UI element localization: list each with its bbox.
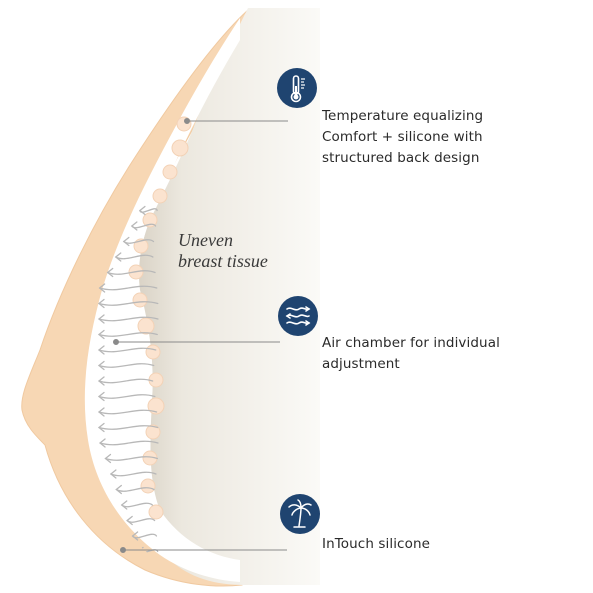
air-flow-arrowhead bbox=[138, 205, 146, 216]
air-flow-arrowhead bbox=[131, 531, 139, 541]
air-waves-icon bbox=[278, 296, 318, 336]
callout-silicone: InTouch silicone bbox=[322, 534, 430, 555]
air-flow-arrowhead bbox=[97, 345, 105, 355]
air-flow-arrow bbox=[107, 270, 156, 275]
air-flow-arrowhead bbox=[97, 314, 105, 324]
callout-silicone-line1: InTouch silicone bbox=[322, 536, 431, 552]
air-flow-arrow bbox=[98, 316, 159, 322]
air-flow-arrow bbox=[115, 487, 155, 492]
air-flow-arrow bbox=[104, 456, 159, 461]
air-flow-arrow bbox=[115, 254, 154, 260]
air-flow-arrow bbox=[98, 425, 159, 430]
air-flow-arrow bbox=[98, 363, 155, 368]
air-flow-arrow bbox=[98, 409, 158, 415]
air-flow-arrowhead bbox=[97, 422, 105, 433]
air-flow-arrow bbox=[99, 440, 159, 446]
leader-lines bbox=[113, 118, 288, 553]
callout-temperature-line3: structured back design bbox=[322, 150, 480, 166]
air-flow-arrowhead bbox=[130, 221, 138, 231]
tissue-label: Uneven breast tissue bbox=[178, 230, 268, 272]
palm-tree-icon bbox=[280, 494, 320, 534]
air-flow-arrowhead bbox=[126, 515, 133, 526]
air-flow-arrowhead bbox=[109, 469, 117, 479]
air-flow-arrows bbox=[97, 205, 159, 557]
air-flow-arrowhead bbox=[97, 360, 105, 371]
callout-air-chamber-line1: Air chamber for individual bbox=[322, 335, 500, 351]
air-flow-arrow bbox=[98, 347, 157, 353]
tissue-label-line1: Uneven bbox=[178, 230, 233, 250]
callout-air-chamber-line2: adjustment bbox=[322, 356, 400, 372]
thermometer-icon bbox=[277, 68, 317, 108]
breast-tissue-region bbox=[136, 8, 320, 585]
air-flow-arrowhead bbox=[99, 438, 106, 448]
tissue-label-line2: breast tissue bbox=[178, 251, 268, 271]
callout-temperature: Temperature equalizing Comfort + silicon… bbox=[322, 106, 483, 169]
air-flow-arrow bbox=[98, 332, 158, 337]
air-flow-arrowhead bbox=[97, 298, 105, 309]
air-flow-arrowhead bbox=[97, 407, 105, 417]
air-flow-arrow bbox=[98, 378, 154, 384]
callout-air-chamber: Air chamber for individual adjustment bbox=[322, 333, 500, 375]
air-flow-arrow bbox=[98, 285, 158, 291]
callout-temperature-line2: Comfort + silicone with bbox=[322, 129, 483, 145]
air-flow-arrow bbox=[98, 301, 159, 306]
air-flow-arrowhead bbox=[122, 236, 130, 247]
callout-temperature-line1: Temperature equalizing bbox=[322, 108, 484, 124]
air-flow-arrowhead bbox=[98, 283, 106, 293]
air-flow-arrowhead bbox=[97, 376, 105, 386]
air-flow-arrow bbox=[110, 471, 157, 477]
air-flow-arrowhead bbox=[104, 453, 112, 464]
air-flow-arrowhead bbox=[115, 484, 122, 495]
air-flow-arrowhead bbox=[114, 252, 122, 262]
air-flow-arrowhead bbox=[106, 267, 114, 278]
air-chamber-region bbox=[84, 18, 240, 582]
air-flow-arrowhead bbox=[120, 500, 128, 510]
air-flow-arrowhead bbox=[97, 391, 105, 402]
air-flow-arrow bbox=[98, 394, 156, 399]
air-flow-arrowhead bbox=[97, 329, 105, 340]
